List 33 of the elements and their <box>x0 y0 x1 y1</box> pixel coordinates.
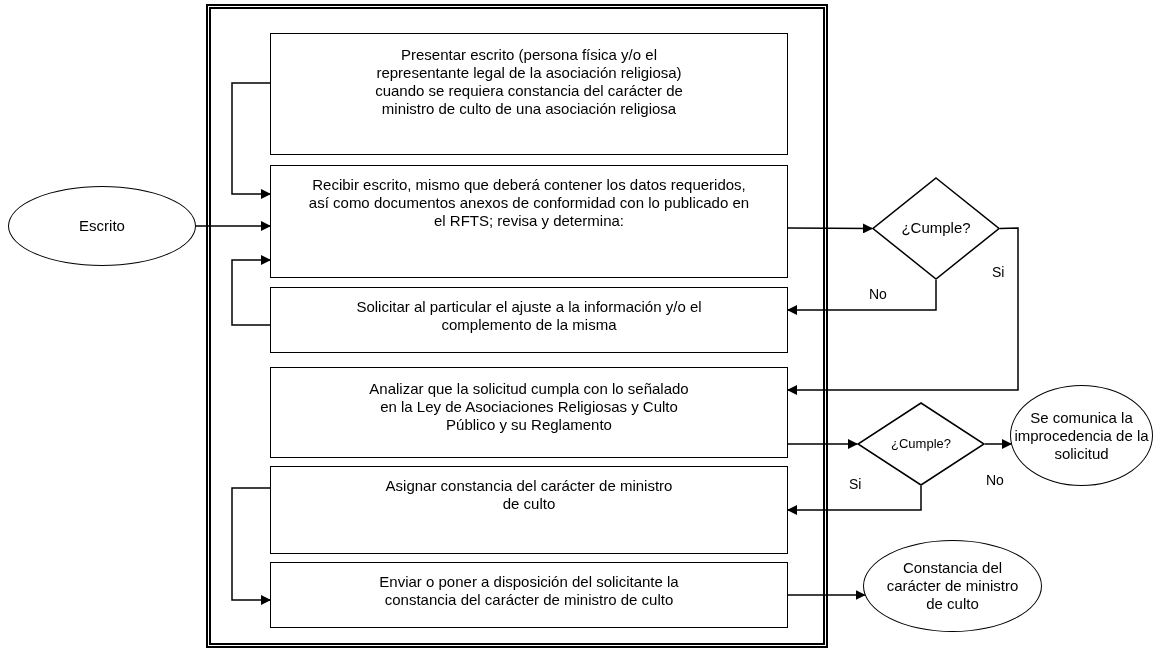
connector-arrow <box>984 439 1012 449</box>
edge-label: No <box>985 472 1005 488</box>
node-text: Escrito <box>79 217 125 235</box>
edge-label: Si <box>848 476 863 492</box>
connector-arrow <box>787 223 873 234</box>
process-box <box>270 165 788 278</box>
connector-arrow <box>231 82 271 199</box>
connector-arrow <box>787 279 937 315</box>
node-text: Asignar constancia del carácter de ministro de culto <box>384 477 674 513</box>
edge-label: No <box>868 286 888 302</box>
process-box <box>270 367 788 458</box>
node-text: Se comunica la improcedencia de la solicitud <box>1014 408 1149 463</box>
node-text: Enviar o poner a disposición del solicitante la constancia del carácter de ministro de culto <box>378 573 680 609</box>
connector-arrow <box>787 227 1019 395</box>
connector-arrow <box>787 485 922 515</box>
node-text: ¿Cumple? <box>891 435 951 454</box>
node-text: Solicitar al particular el ajuste a la información y/o el complemento de la misma <box>355 298 703 334</box>
node-text: Recibir escrito, mismo que deberá contener los datos requeridos, así como documentos anexos de conformidad con lo publicado en el RFTS; revisa y determina: <box>307 176 751 230</box>
connector-arrow <box>787 439 858 449</box>
process-box <box>270 466 788 554</box>
process-frame <box>206 4 828 648</box>
node-text: ¿Cumple? <box>901 218 971 239</box>
connector-arrow <box>195 221 271 231</box>
connector-arrow <box>787 590 866 600</box>
process-box <box>270 562 788 628</box>
node-text: Constancia del carácter de ministro de culto <box>885 559 1020 613</box>
connector-arrow <box>231 255 271 326</box>
connector-arrow <box>231 487 271 605</box>
process-box <box>270 287 788 353</box>
node-text: Analizar que la solicitud cumpla con lo señalado en la Ley de Asociaciones Religiosas y Culto Público y su Reglamento <box>368 380 690 434</box>
node-text: Presentar escrito (persona física y/o el representante legal de la asociación religiosa) cuando se requiera constancia del carácter de ministro de culto de una asociación religiosa <box>374 46 684 118</box>
edge-label: Si <box>991 264 1006 280</box>
process-box <box>270 33 788 155</box>
